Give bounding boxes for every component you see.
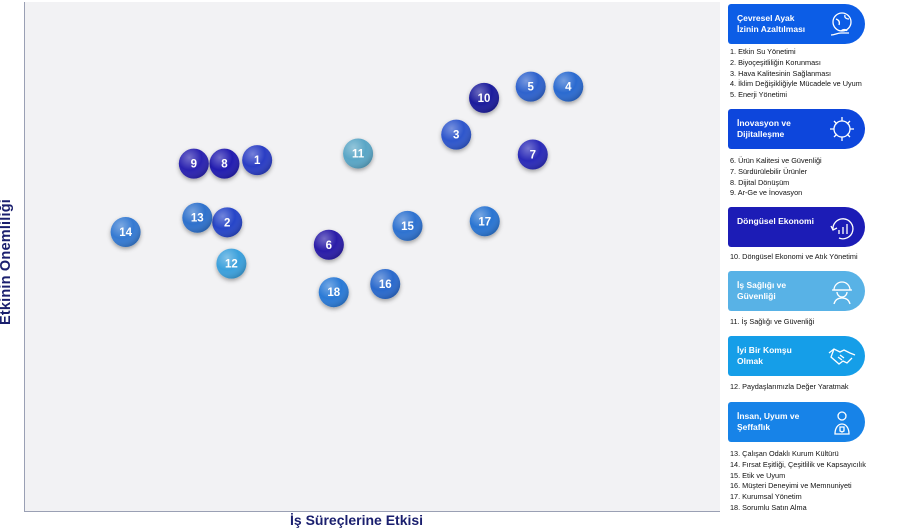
list-item: 14. Fırsat Eşitliği, Çeşitlilik ve Kapsa…: [730, 459, 866, 469]
bubble-9: 9: [178, 148, 209, 179]
gear-circuit-icon: [830, 117, 854, 141]
bubble-shine: [517, 139, 548, 170]
bubble-14: 14: [110, 217, 141, 248]
category-title: Döngüsel Ekonomi: [737, 216, 814, 226]
bubble-shine: [242, 145, 273, 176]
bubble-shine: [343, 138, 374, 169]
bubble-1: 1: [242, 145, 273, 176]
bubble-2: 2: [212, 207, 243, 238]
list-item: 8. Dijital Dönüşüm: [730, 177, 790, 187]
bubble-label: 14: [119, 227, 132, 239]
bubble-16: 16: [370, 269, 401, 300]
bubble-8: 8: [209, 148, 240, 179]
list-item: 3. Hava Kalitesinin Sağlanması: [730, 68, 831, 78]
bubble-label: 10: [478, 93, 491, 105]
category-items-circular-economy: 10. Döngüsel Ekonomi ve Atık Yönetimi: [730, 252, 858, 263]
bubble-label: 5: [527, 82, 534, 94]
bubble-shine: [392, 210, 423, 241]
bubble-10: 10: [469, 82, 500, 113]
list-item: 11. İş Sağlığı ve Güvenliği: [730, 317, 815, 326]
bubble-18: 18: [318, 277, 349, 308]
bubble-label: 1: [254, 155, 261, 167]
handshake-icon: [828, 348, 856, 365]
globe-hand-icon: [830, 12, 852, 36]
bubble-4: 4: [553, 71, 584, 102]
bubble-shine: [370, 269, 401, 300]
bubble-shine: [212, 207, 243, 238]
bubble-shine: [441, 119, 472, 150]
bubble-label: 12: [225, 259, 238, 271]
category-items-ohs: 11. İş Sağlığı ve Güvenliği: [730, 317, 814, 328]
category-items-innovation: 6. Ürün Kalitesi ve Güvenliği 7. Sürdürü…: [730, 156, 822, 199]
bubble-label: 18: [327, 287, 340, 299]
bubble-label: 16: [379, 279, 392, 291]
cycle-chart-icon: [830, 218, 854, 240]
bubble-shine: [469, 206, 500, 237]
list-item: 15. Etik ve Uyum: [730, 470, 786, 480]
list-item: 7. Sürdürülebilir Ürünler: [730, 166, 808, 176]
category-title: Çevresel Ayak İzinin Azaltılması: [737, 13, 806, 34]
bubble-label: 9: [191, 159, 197, 171]
list-item: 9. Ar-Ge ve İnovasyon: [730, 188, 803, 198]
category-items-people: 13. Çalışan Odaklı Kurum Kültürü 14. Fır…: [730, 449, 866, 514]
list-item: 18. Sorumlu Satın Alma: [730, 502, 807, 512]
bubble-label: 3: [453, 130, 459, 142]
bubble-label: 15: [401, 221, 414, 233]
list-item: 5. Enerji Yönetimi: [730, 90, 788, 100]
bubble-label: 4: [565, 82, 572, 94]
bubble-label: 8: [221, 159, 228, 171]
bubble-3: 3: [441, 119, 472, 150]
category-card-innovation: İnovasyon ve Dijitalleşme: [728, 109, 865, 149]
bubble-label: 13: [191, 213, 204, 225]
bubble-shine: [553, 71, 584, 102]
person-shield-icon: [834, 411, 850, 435]
list-item: 10. Döngüsel Ekonomi ve Atık Yönetimi: [730, 252, 858, 261]
category-card-circular-economy: Döngüsel Ekonomi: [728, 207, 865, 247]
bubble-shine: [110, 217, 141, 248]
bubble-shine: [182, 202, 213, 233]
plot-area: [24, 2, 720, 512]
bubble-shine: [515, 71, 546, 102]
category-title: İyi Bir Komşu Olmak: [737, 345, 792, 366]
bubble-shine: [209, 148, 240, 179]
list-item: 2. Biyoçeşitliliğin Korunması: [730, 57, 821, 67]
list-item: 13. Çalışan Odaklı Kurum Kültürü: [730, 449, 839, 458]
list-item: 1. Etkin Su Yönetimi: [730, 47, 796, 56]
category-card-ohs: İş Sağlığı ve Güvenliği: [728, 271, 865, 311]
list-item: 16. Müşteri Deneyimi ve Memnuniyeti: [730, 481, 852, 491]
list-item: 17. Kurumsal Yönetim: [730, 492, 802, 502]
bubble-shine: [313, 229, 344, 260]
bubble-5: 5: [515, 71, 546, 102]
list-item: 12. Paydaşlarımızla Değer Yaratmak: [730, 382, 849, 391]
bubble-6: 6: [313, 229, 344, 260]
worker-helmet-icon: [832, 281, 852, 305]
list-item: 6. Ürün Kalitesi ve Güvenliği: [730, 156, 822, 165]
bubble-label: 7: [530, 149, 536, 161]
bubble-shine: [178, 148, 209, 179]
bubble-label: 17: [478, 216, 491, 228]
list-item: 4. İklim Değişikliğiyle Mücadele ve Uyum: [730, 79, 862, 89]
bubble-shine: [469, 82, 500, 113]
category-title: İnsan, Uyum ve Şeffaflık: [737, 411, 800, 432]
bubble-15: 15: [392, 210, 423, 241]
bubble-shine: [318, 277, 349, 308]
category-items-environment: 1. Etkin Su Yönetimi 2. Biyoçeşitliliğin…: [730, 47, 862, 101]
bubble-label: 2: [224, 217, 230, 229]
category-title: İş Sağlığı ve Güvenliği: [737, 280, 787, 301]
bubble-13: 13: [182, 202, 213, 233]
category-title: İnovasyon ve Dijitalleşme: [737, 118, 791, 139]
bubble-11: 11: [343, 138, 374, 169]
bubble-17: 17: [469, 206, 500, 237]
bubble-label: 11: [352, 148, 365, 160]
category-card-environment: Çevresel Ayak İzinin Azaltılması: [728, 4, 865, 44]
category-card-people: İnsan, Uyum ve Şeffaflık: [728, 402, 865, 442]
bubble-label: 6: [326, 240, 332, 252]
category-items-good-neighbor: 12. Paydaşlarımızla Değer Yaratmak: [730, 382, 849, 393]
bubble-shine: [216, 248, 247, 279]
category-card-good-neighbor: İyi Bir Komşu Olmak: [728, 336, 865, 376]
bubble-12: 12: [216, 248, 247, 279]
bubble-7: 7: [517, 139, 548, 170]
